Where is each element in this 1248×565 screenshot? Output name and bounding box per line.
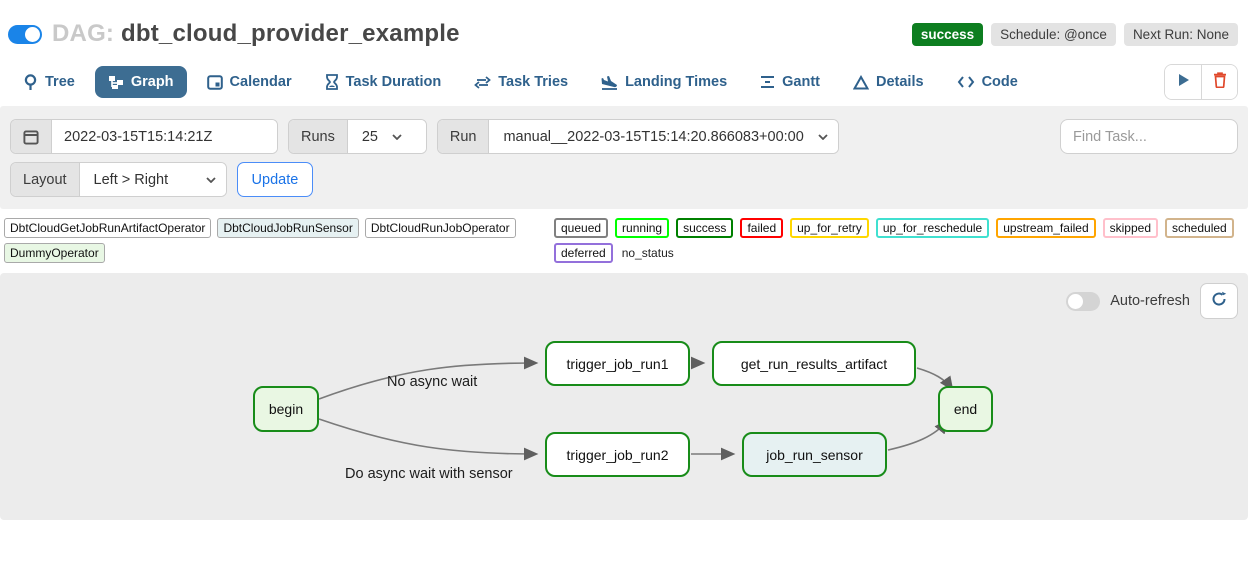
task-node-end[interactable]: end	[938, 386, 993, 432]
run-select[interactable]: manual__2022-03-15T15:14:20.866083+00:00	[489, 120, 838, 153]
filter-panel: 2022-03-15T15:14:21Z Runs 25 Run manual_…	[0, 106, 1248, 209]
tab-details[interactable]: Details	[840, 66, 937, 98]
run-group: Run manual__2022-03-15T15:14:20.866083+0…	[436, 119, 839, 154]
view-tabbar: Tree Graph Calendar Task Duration Task T…	[0, 56, 1248, 106]
graph-icon	[108, 75, 124, 90]
calendar-picker-icon[interactable]	[11, 120, 52, 153]
run-label: Run	[437, 120, 490, 153]
status-badge-queued: queued	[554, 218, 609, 238]
dag-header: DAG: dbt_cloud_provider_example success …	[0, 0, 1248, 56]
status-badge-skipped: skipped	[1102, 218, 1158, 238]
tab-graph[interactable]: Graph	[94, 66, 187, 98]
tab-gantt[interactable]: Gantt	[747, 66, 833, 98]
legend: DbtCloudGetJobRunArtifactOperator DbtClo…	[0, 209, 1248, 267]
find-task-input[interactable]	[1060, 119, 1238, 154]
status-badge-scheduled: scheduled	[1165, 218, 1234, 238]
delete-dag-button[interactable]	[1201, 65, 1237, 99]
status-legend: queued running success failed up_for_ret…	[554, 218, 1244, 263]
repeat-icon	[474, 75, 492, 90]
status-badge-success: success	[676, 218, 734, 238]
tab-calendar[interactable]: Calendar	[194, 66, 305, 98]
tree-icon	[23, 73, 38, 91]
edge-label-no-async-wait: No async wait	[387, 374, 478, 390]
dag-edges	[318, 356, 954, 461]
refresh-icon	[1211, 291, 1227, 312]
toggle-knob	[1068, 293, 1084, 309]
base-date-input[interactable]: 2022-03-15T15:14:21Z	[52, 120, 277, 153]
tab-label: Tree	[45, 74, 75, 90]
tab-label: Landing Times	[625, 74, 728, 90]
hourglass-icon	[325, 74, 339, 90]
status-badge-no-status: no_status	[619, 243, 676, 263]
toggle-knob	[25, 26, 40, 42]
layout-group: Layout Left > Right	[10, 162, 227, 197]
tab-task-duration[interactable]: Task Duration	[312, 66, 455, 98]
runs-select[interactable]: 25	[347, 120, 426, 153]
dag-name: dbt_cloud_provider_example	[121, 20, 460, 47]
trigger-dag-button[interactable]	[1165, 65, 1201, 99]
tab-landing-times[interactable]: Landing Times	[588, 66, 740, 98]
triangle-icon	[853, 74, 869, 90]
layout-label: Layout	[11, 163, 80, 196]
trash-icon	[1213, 71, 1227, 93]
auto-refresh-toggle[interactable]	[1066, 291, 1101, 311]
runs-label: Runs	[289, 120, 348, 153]
operator-badge: DbtCloudJobRunSensor	[217, 218, 359, 238]
play-icon	[1177, 73, 1190, 92]
chevron-down-icon	[392, 133, 402, 140]
update-button[interactable]: Update	[236, 162, 314, 197]
status-badge-running: running	[615, 218, 670, 238]
task-node-trigger-job-run1[interactable]: trigger_job_run1	[545, 341, 690, 386]
base-date-group: 2022-03-15T15:14:21Z	[10, 119, 278, 154]
page-title: DAG: dbt_cloud_provider_example	[52, 20, 460, 48]
tab-task-tries[interactable]: Task Tries	[461, 66, 581, 98]
operator-badge: DbtCloudGetJobRunArtifactOperator	[4, 218, 212, 238]
graph-toolbar: Auto-refresh	[1066, 283, 1238, 319]
runs-group: Runs 25	[288, 119, 427, 154]
chevron-down-icon	[205, 176, 216, 183]
find-task-wrapper	[1060, 119, 1238, 154]
header-badges: success Schedule: @once Next Run: None	[911, 22, 1238, 46]
task-node-get-run-results-artifact[interactable]: get_run_results_artifact	[712, 341, 916, 386]
status-badge-failed: failed	[740, 218, 784, 238]
gantt-bars-icon	[760, 75, 775, 89]
tab-label: Task Duration	[345, 74, 442, 90]
tab-code[interactable]: Code	[944, 66, 1031, 98]
layout-select[interactable]: Left > Right	[79, 163, 226, 196]
operator-legend: DbtCloudGetJobRunArtifactOperator DbtClo…	[4, 218, 550, 263]
status-badge-deferred: deferred	[554, 243, 613, 263]
operator-badge: DummyOperator	[4, 243, 105, 263]
dag-pause-toggle[interactable]	[8, 24, 42, 44]
operator-badge: DbtCloudRunJobOperator	[364, 218, 516, 238]
dag-action-buttons	[1164, 64, 1238, 100]
tab-label: Details	[876, 74, 924, 90]
dag-prefix-label: DAG:	[52, 20, 115, 47]
task-node-job-run-sensor[interactable]: job_run_sensor	[742, 432, 887, 477]
task-node-begin[interactable]: begin	[253, 386, 319, 432]
plane-landing-icon	[601, 75, 618, 90]
next-run-badge: Next Run: None	[1123, 22, 1238, 46]
edge-begin-trigger1	[318, 356, 539, 400]
code-brackets-icon	[957, 75, 975, 89]
tab-label: Calendar	[229, 74, 292, 90]
status-badge-upstream-failed: upstream_failed	[996, 218, 1096, 238]
edge-label-do-async-wait: Do async wait with sensor	[345, 466, 513, 482]
edge-begin-trigger2	[318, 418, 539, 461]
calendar-icon	[206, 74, 223, 90]
tab-label: Task Tries	[498, 74, 569, 90]
status-badge-up-for-retry: up_for_retry	[790, 218, 869, 238]
status-badge: success	[911, 22, 984, 46]
tab-label: Graph	[130, 74, 174, 90]
status-badge-up-for-reschedule: up_for_reschedule	[875, 218, 990, 238]
chevron-down-icon	[818, 133, 828, 140]
auto-refresh-label: Auto-refresh	[1110, 293, 1190, 309]
schedule-badge[interactable]: Schedule: @once	[991, 22, 1116, 46]
dag-graph-panel: Auto-refresh begin trigger_job_run1 get_…	[0, 273, 1248, 520]
refresh-button[interactable]	[1200, 283, 1238, 319]
tab-label: Code	[981, 74, 1018, 90]
tab-label: Gantt	[782, 74, 820, 90]
tab-tree[interactable]: Tree	[10, 66, 88, 99]
task-node-trigger-job-run2[interactable]: trigger_job_run2	[545, 432, 690, 477]
